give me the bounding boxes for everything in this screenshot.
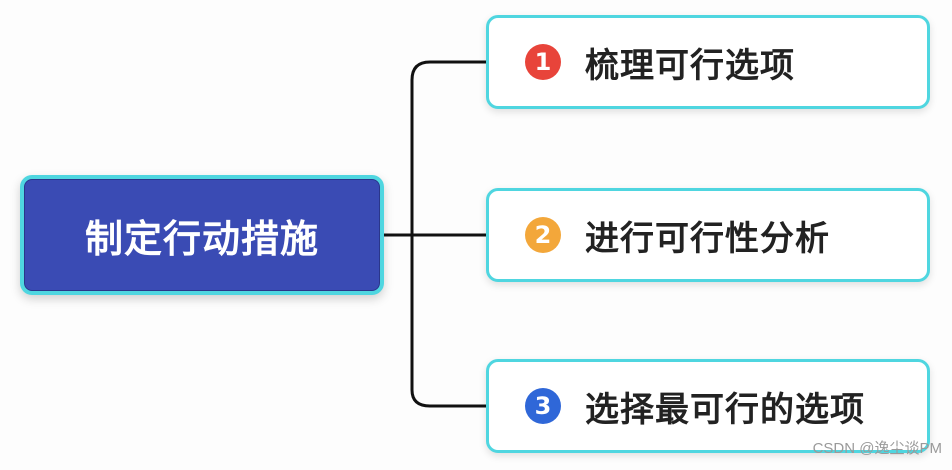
child-label-1: 梳理可行选项 (585, 45, 795, 86)
root-label: 制定行动措施 (84, 216, 319, 261)
child-node-1: 1 梳理可行选项 (486, 15, 930, 109)
number-badge-1: 1 (525, 44, 561, 80)
watermark: CSDN @逸尘谈PM (812, 440, 942, 457)
child-label-3: 选择最可行的选项 (585, 389, 865, 430)
number-badge-2: 2 (525, 217, 561, 253)
child-label-2: 进行可行性分析 (585, 218, 830, 259)
number-badge-3: 3 (525, 388, 561, 424)
child-node-2: 2 进行可行性分析 (486, 188, 930, 282)
root-node: 制定行动措施 (20, 175, 384, 295)
child-node-3: 3 选择最可行的选项 (486, 359, 930, 453)
connector-trunk (384, 60, 431, 408)
